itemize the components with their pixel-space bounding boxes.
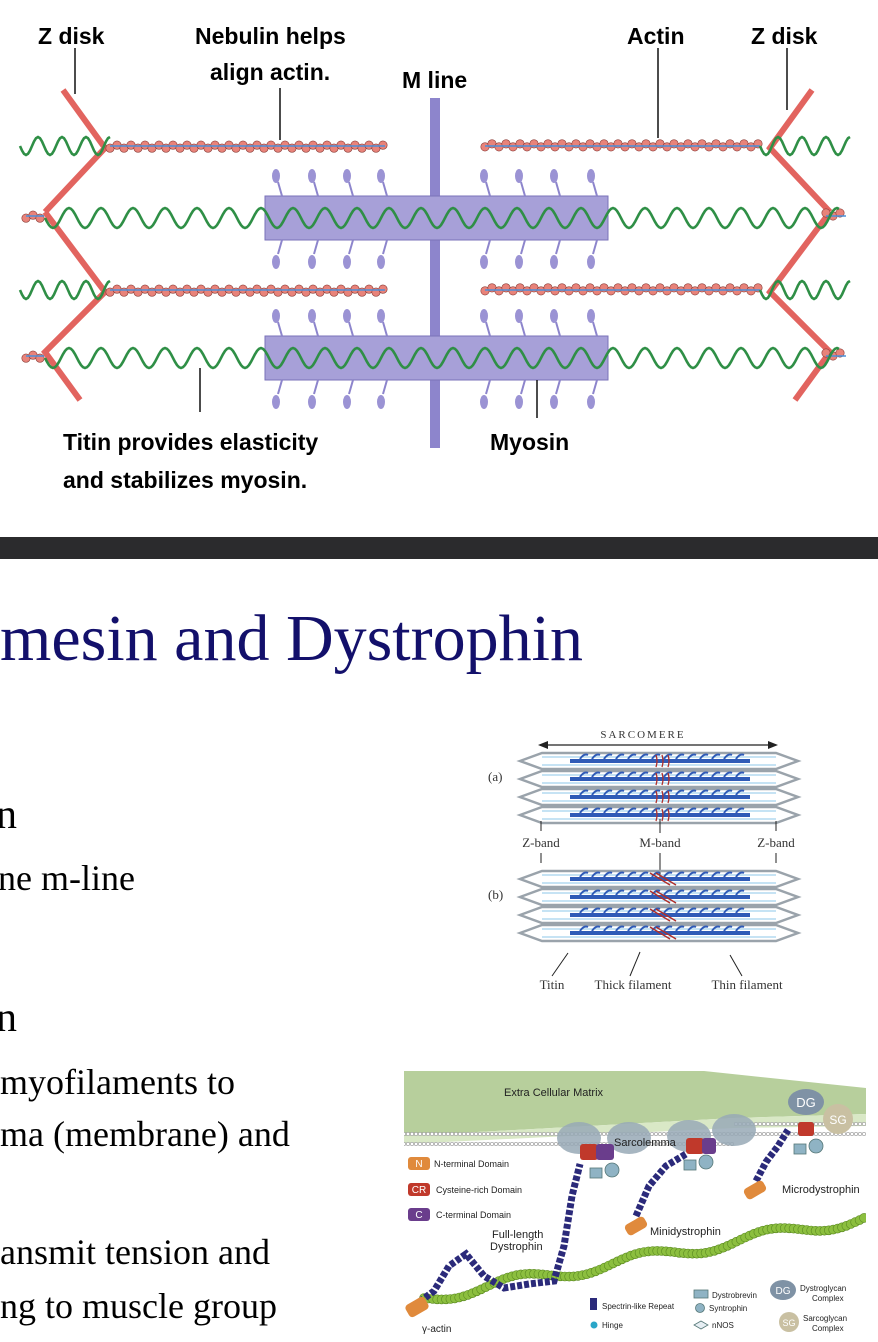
panel-b (520, 871, 798, 941)
nebulin-label-line2: align actin. (210, 56, 330, 88)
c-swatch-letter: C (415, 1210, 422, 1221)
dystrophin-svg: Extra Cellular Matrix Sarcolemma DG SG N… (404, 1066, 866, 1336)
dystrobrevin-swatch (694, 1290, 708, 1298)
z-disk-right-lower (770, 212, 830, 400)
dystrobrevin-label: Dystrobrevin (712, 1291, 757, 1300)
dystroglycan-swatch-letters: DG (776, 1286, 791, 1297)
panel-b-label: (b) (488, 887, 503, 902)
n-domain-label: N-terminal Domain (434, 1159, 509, 1169)
m-band-label: M-band (639, 835, 681, 850)
sarcoglycan-complex-label: Complex (812, 1324, 844, 1333)
bullet-line-6: ansmit tension and (0, 1231, 270, 1273)
actin-filament-1-left (106, 141, 387, 152)
dg-label: DG (796, 1095, 816, 1110)
titin-label-line1: Titin provides elasticity (63, 426, 318, 458)
m-line (430, 98, 440, 448)
bullet-line-4: myofilaments to (0, 1061, 235, 1103)
z-disk-right-label: Z disk (751, 20, 817, 52)
spectrin-swatch (590, 1298, 597, 1310)
minidystrophin-label: Minidystrophin (650, 1226, 721, 1238)
nebulin-label-line1: Nebulin helps (195, 20, 346, 52)
actin-filament-1-right (481, 140, 762, 151)
sarcoglycan-swatch-letters: SG (782, 1318, 795, 1328)
sarcomere-bands-figure: SARCOMERE (a) Z-band M-band Z-band (b) T… (480, 719, 820, 1039)
slide-title: mesin and Dystrophin (0, 599, 583, 679)
actin-stub-left-2 (22, 351, 44, 362)
cr-swatch-letter: CR (412, 1185, 426, 1196)
syntrophin-swatch (696, 1304, 705, 1313)
c-domain-label: C-terminal Domain (436, 1210, 511, 1220)
hinge-label: Hinge (602, 1321, 623, 1330)
cr-domain-label: Cysteine-rich Domain (436, 1185, 522, 1195)
ecm-label: Extra Cellular Matrix (504, 1087, 604, 1099)
section-divider (0, 537, 878, 559)
dystroglycan-label: Dystroglycan (800, 1284, 846, 1293)
sarcomere-heading: SARCOMERE (600, 729, 685, 741)
actin-label: Actin (627, 20, 685, 52)
syntrophin-label: Syntrophin (709, 1304, 747, 1313)
titin-bottom-label: Titin (540, 977, 565, 992)
dystrophin-figure: Extra Cellular Matrix Sarcolemma DG SG N… (404, 1066, 866, 1336)
hinge-swatch (591, 1322, 598, 1329)
panel-a-label: (a) (488, 769, 502, 784)
panel-a (520, 753, 798, 823)
full-length-dystrophin-label: Dystrophin (490, 1241, 543, 1253)
bullet-line-7: ng to muscle group (0, 1285, 277, 1327)
gamma-actin-label: γ-actin (422, 1324, 451, 1335)
actin-filament-2-left (106, 285, 387, 296)
spectrin-label: Spectrin-like Repeat (602, 1302, 675, 1311)
actin-filament-2-right (481, 284, 762, 295)
sg-label: SG (829, 1113, 846, 1127)
actin-stub-left-1 (22, 211, 44, 222)
m-line-label: M line (402, 64, 467, 96)
slide: mesin and Dystrophin n ne m-line n myofi… (0, 559, 878, 1342)
myosin-label: Myosin (490, 426, 569, 458)
bullet-line-1: n (0, 791, 17, 839)
z-band-right-label: Z-band (757, 835, 795, 850)
bullet-line-5: ma (membrane) and (0, 1113, 290, 1155)
sarcolemma-label: Sarcolemma (614, 1137, 677, 1149)
nnos-label: nNOS (712, 1321, 734, 1330)
microdystrophin-label: Microdystrophin (782, 1184, 860, 1196)
sarcomere-bands-svg: SARCOMERE (a) Z-band M-band Z-band (b) T… (480, 719, 820, 1039)
bullet-line-2: ne m-line (0, 857, 135, 899)
n-swatch-letter: N (415, 1159, 422, 1170)
full-length-label: Full-length (492, 1229, 543, 1241)
dystroglycan-complex-label: Complex (812, 1294, 844, 1303)
titin-label-line2: and stabilizes myosin. (63, 464, 307, 496)
z-band-left-label: Z-band (522, 835, 560, 850)
thick-filament-label: Thick filament (595, 977, 672, 992)
thin-filament-label: Thin filament (711, 977, 783, 992)
bullet-line-3: n (0, 994, 17, 1042)
sarcomere-diagram: Z disk Nebulin helps align actin. M line… (0, 0, 878, 530)
z-disk-left-lower (45, 212, 105, 400)
z-disk-right (770, 90, 830, 212)
z-disk-left-label: Z disk (38, 20, 104, 52)
sarcoglycan-label: Sarcoglycan (803, 1314, 847, 1323)
